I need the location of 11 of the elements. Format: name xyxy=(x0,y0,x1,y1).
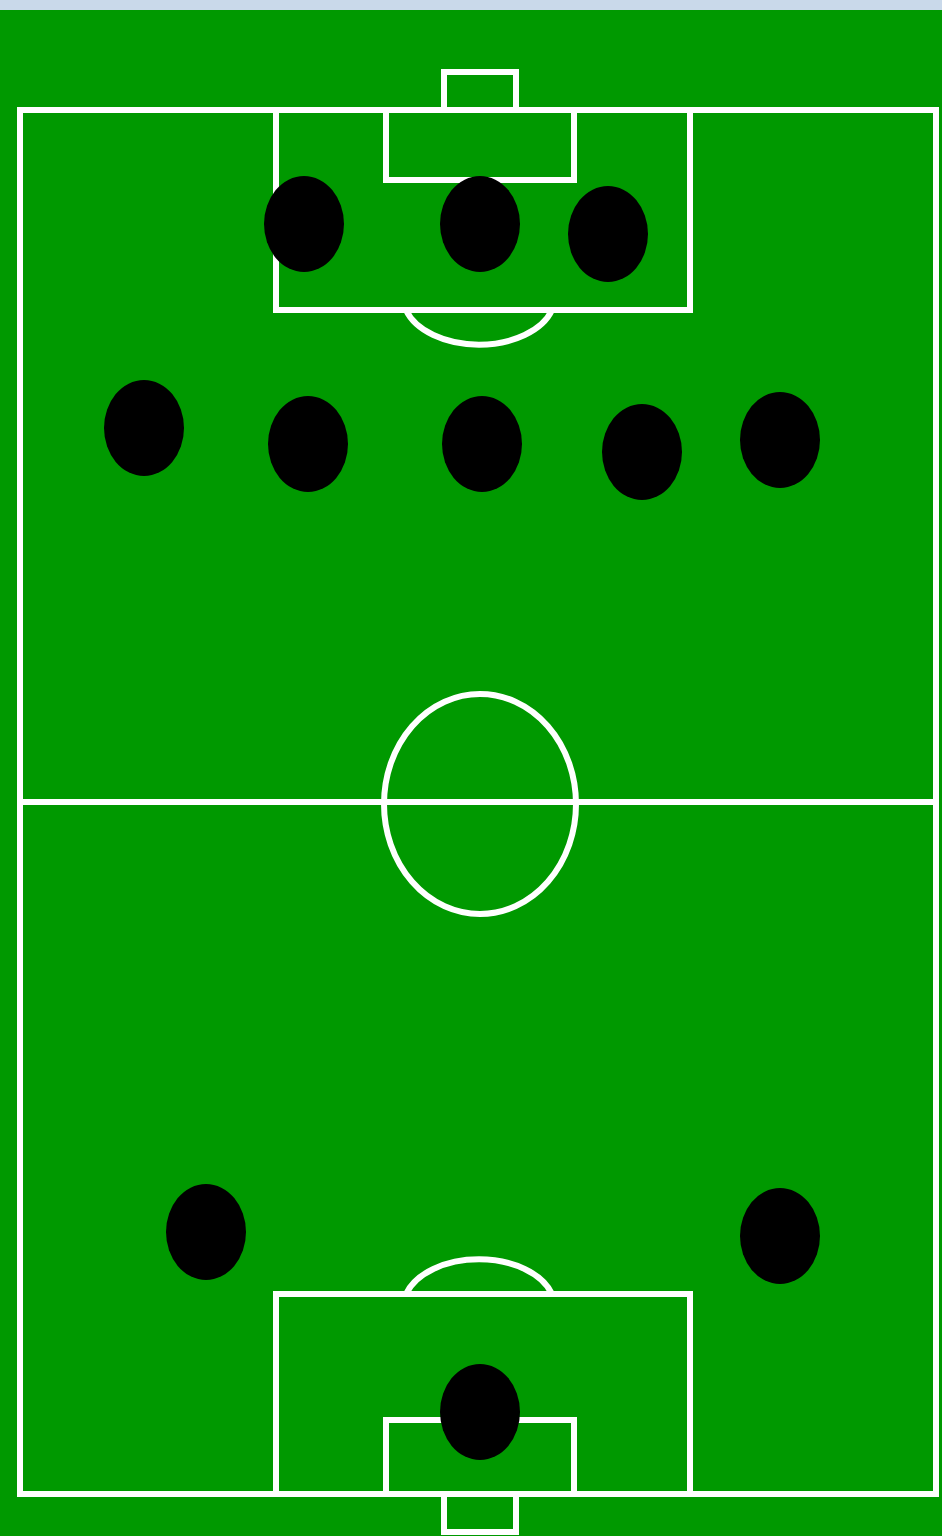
player-marker xyxy=(568,186,648,282)
player-marker xyxy=(740,392,820,488)
player-marker xyxy=(442,396,522,492)
player-marker xyxy=(740,1188,820,1284)
player-marker xyxy=(440,176,520,272)
player-marker xyxy=(440,1364,520,1460)
player-marker xyxy=(104,380,184,476)
player-marker xyxy=(602,404,682,500)
player-marker xyxy=(268,396,348,492)
player-marker xyxy=(166,1184,246,1280)
player-marker xyxy=(264,176,344,272)
